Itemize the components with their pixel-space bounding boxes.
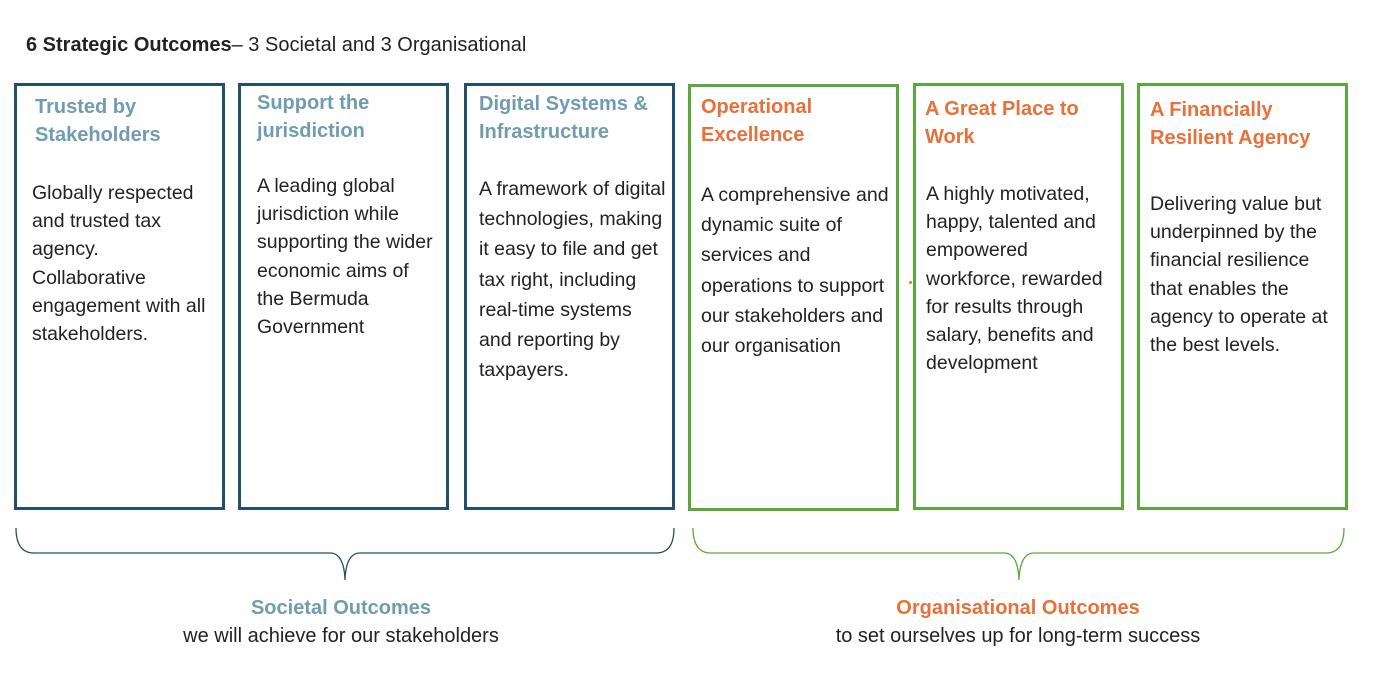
card-body: Delivering value but underpinned by the … [1150,193,1328,357]
organisational-group-label: Organisational Outcomes to set ourselves… [758,594,1278,650]
organisational-group-subtitle: to set ourselves up for long-term succes… [835,625,1201,647]
card-body: A leading global jurisdiction while supp… [257,175,433,339]
societal-group-label: Societal Outcomes we will achieve for ou… [81,594,601,650]
page-title-rest: – 3 Societal and 3 Organisational [231,34,527,56]
card-heading: Operational Excellence [701,96,813,146]
page-title: 6 Strategic Outcomes– 3 Societal and 3 O… [26,34,526,57]
card-body: A framework of digital technologies, mak… [479,178,666,382]
card-heading: Digital Systems & Infrastructure [479,93,648,143]
societal-group-title: Societal Outcomes [250,597,432,619]
societal-group-subtitle: we will achieve for our stakeholders [183,625,499,647]
page-title-bold: 6 Strategic Outcomes [26,34,232,56]
card-body: A comprehensive and dynamic suite of ser… [701,184,889,358]
outcome-card-financial: A Financially Resilient Agency Deliverin… [1137,83,1348,510]
card-heading: A Financially Resilient Agency [1150,99,1311,149]
outcome-card-jurisdiction: Support the jurisdiction A leading globa… [238,83,449,510]
card-body: A highly motivated, happy, talented and … [926,183,1103,375]
outcome-card-trusted: Trusted by Stakeholders Globally respect… [14,83,225,510]
outcome-card-digital: Digital Systems & Infrastructure A frame… [464,83,675,510]
card-heading: Trusted by Stakeholders [35,96,161,146]
outcome-card-operational: Operational Excellence A comprehensive a… [688,84,899,511]
organisational-group-title: Organisational Outcomes [896,597,1140,619]
outcome-card-great-place: A Great Place to Work A highly motivated… [913,83,1124,510]
card-heading: A Great Place to Work [925,98,1079,148]
stray-dot [909,281,912,284]
societal-brace [15,527,675,581]
organisational-brace [692,527,1345,581]
card-body: Globally respected and trusted tax agenc… [32,182,206,346]
card-heading: Support the jurisdiction [257,92,370,142]
